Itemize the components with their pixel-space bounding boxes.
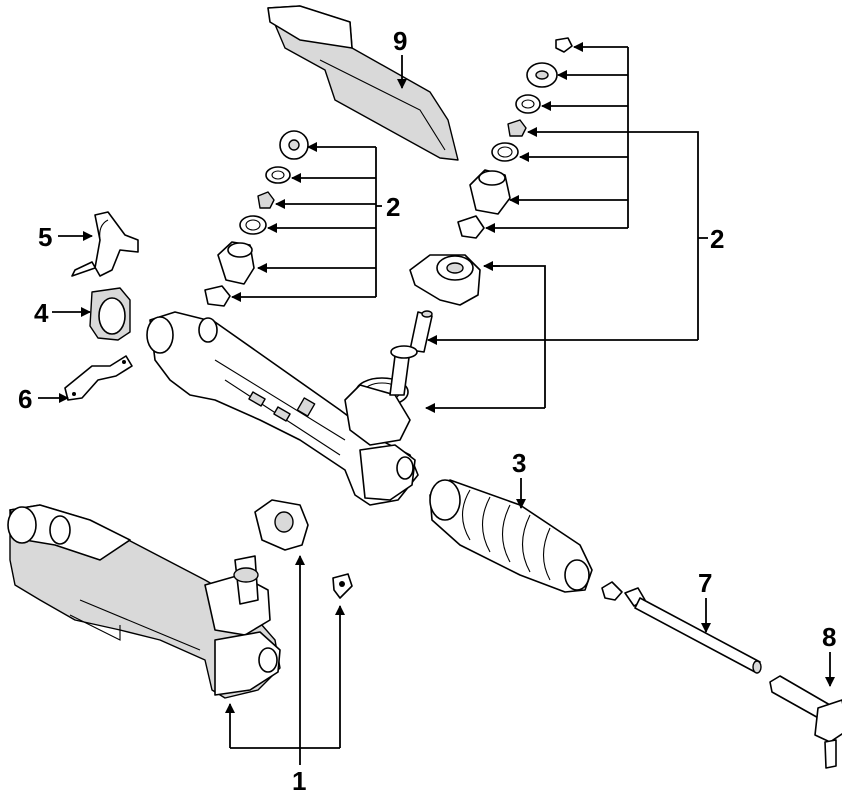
valve-stem-assembly (344, 310, 433, 446)
rack-boot-part (429, 479, 593, 593)
callout-5: 5 (38, 222, 52, 252)
heat-shield-part (267, 5, 459, 161)
bearing-stack-right (409, 37, 573, 306)
callout-3: 3 (512, 448, 526, 478)
callout-9: 9 (393, 26, 407, 56)
callout-2-left: 2 (386, 192, 400, 222)
callout-7: 7 (698, 568, 712, 598)
bushing-part (89, 287, 131, 341)
callout-1: 1 (292, 766, 306, 796)
callout-2-right: 2 (710, 224, 724, 254)
insulator-part (254, 499, 309, 551)
leader-lines (38, 42, 835, 765)
inner-tie-rod-part (601, 581, 762, 674)
mounting-bracket-part (71, 211, 139, 277)
callout-4: 4 (34, 298, 49, 328)
bearing-stack-left (204, 130, 309, 307)
callout-6: 6 (18, 384, 32, 414)
steering-rack-upper (146, 311, 419, 506)
bracket-plate-part (64, 355, 133, 401)
outer-tie-rod-end-part (769, 675, 842, 769)
bolt-part (332, 573, 353, 599)
steering-gear-lower (7, 504, 281, 699)
callout-8: 8 (822, 622, 836, 652)
